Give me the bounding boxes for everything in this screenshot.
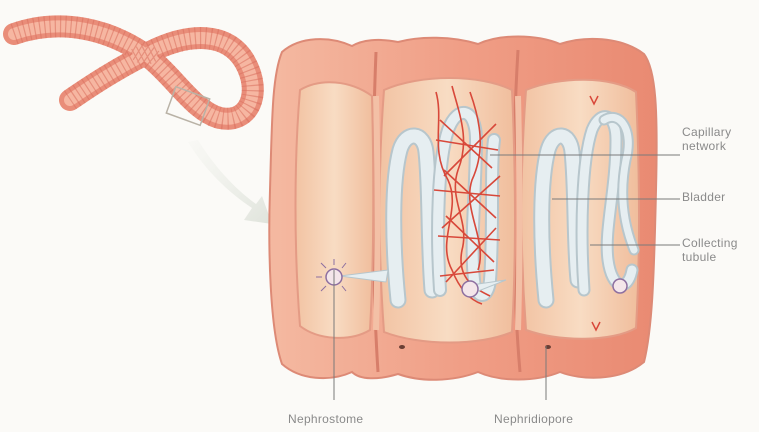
pointer-arrow — [188, 140, 272, 224]
label-capillary-line1: Capillary — [682, 125, 731, 139]
label-collecting-line2: tubule — [682, 250, 738, 264]
earthworm — [14, 26, 253, 118]
label-collecting-line1: Collecting — [682, 236, 738, 250]
label-nephrostome: Nephrostome — [288, 412, 363, 426]
label-capillary-line2: network — [682, 139, 731, 153]
label-bladder: Bladder — [682, 190, 725, 204]
label-capillary-network: Capillary network — [682, 125, 731, 153]
label-collecting-tubule: Collecting tubule — [682, 236, 738, 264]
label-nephridiopore: Nephridiopore — [494, 412, 573, 426]
